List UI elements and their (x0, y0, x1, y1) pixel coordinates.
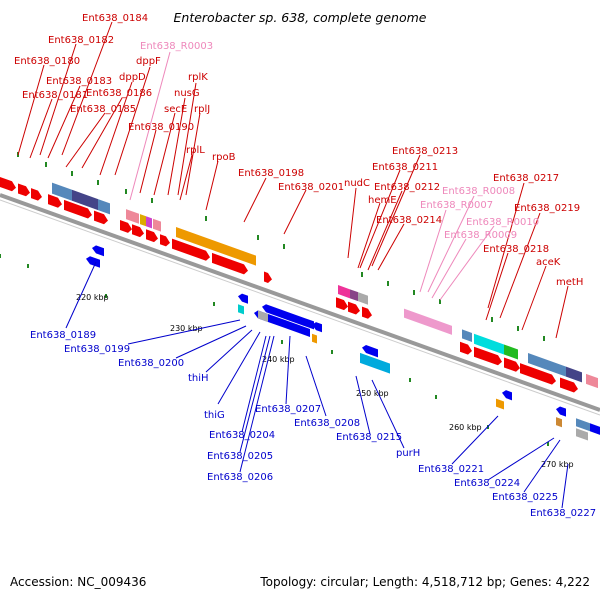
gene-label: Ent638_0207 (255, 404, 321, 415)
gene-label: thiH (188, 373, 209, 384)
tick-label: 250 kbp (356, 389, 389, 398)
backbone (0, 193, 600, 416)
gene-label: Ent638_R0007 (420, 200, 493, 211)
gene-label: Ent638_0201 (278, 182, 344, 193)
gene-label: Ent638_0185 (70, 104, 136, 115)
gene-label: Ent638_R0010 (466, 217, 539, 228)
gene-label: rpoB (212, 152, 236, 163)
bottom-gene-labels: Ent638_0189 Ent638_0199 Ent638_0200 thiH… (30, 330, 596, 519)
gene-label: Ent638_0200 (118, 358, 184, 369)
gene-label: Ent638_0190 (128, 122, 194, 133)
gene-label: Ent638_0181 (22, 90, 88, 101)
gene-label: purH (396, 448, 420, 459)
gene-label: secE (164, 104, 187, 115)
gene-label: Ent638_0184 (82, 13, 148, 24)
gene-label: Ent638_0189 (30, 330, 96, 341)
gene-label: Ent638_0212 (374, 182, 440, 193)
gene-label: hemE (368, 195, 397, 206)
gene-label: Ent638_0182 (48, 35, 114, 46)
gene-label: Ent638_R0009 (444, 230, 517, 241)
gene-label: rplK (188, 72, 208, 83)
map-title: Enterobacter sp. 638, complete genome (174, 10, 427, 25)
tick-label: 230 kbp (170, 324, 203, 333)
tick-label: 240 kbp (262, 355, 295, 364)
gene-label: nudC (344, 178, 370, 189)
gene-label: Ent638_0186 (86, 88, 152, 99)
gene-label: Ent638_0213 (392, 146, 458, 157)
pink-leader-lines (129, 51, 495, 301)
gene-label: Ent638_0198 (238, 168, 304, 179)
tick-marks (0, 152, 549, 446)
gene-label: Ent638_0218 (483, 244, 549, 255)
pink-gene-labels: Ent638_R0003 Ent638_R0008 Ent638_R0007 E… (140, 41, 539, 241)
forward-strand-features (0, 177, 598, 393)
tick-labels: 220 kbp 230 kbp 240 kbp 250 kbp 260 kbp … (76, 293, 574, 469)
gene-label: Ent638_0215 (336, 432, 402, 443)
gene-label: thiG (204, 410, 225, 421)
gene-label: nusG (174, 88, 200, 99)
gene-label: dppD (119, 72, 146, 83)
bottom-leader-lines (65, 261, 569, 509)
gene-label: Ent638_0206 (207, 472, 273, 483)
gene-label: Ent638_0204 (209, 430, 275, 441)
gene-label: Ent638_0225 (492, 492, 558, 503)
gene-block (52, 182, 72, 201)
tick-label: 260 kbp (449, 423, 482, 432)
gene-label: Ent638_0217 (493, 173, 559, 184)
gene-label: Ent638_0221 (418, 464, 484, 475)
gene-label: aceK (536, 257, 561, 268)
gene-label: Ent638_0224 (454, 478, 520, 489)
gene-label: Ent638_0180 (14, 56, 80, 67)
gene-label: Ent638_0208 (294, 418, 360, 429)
gene-label: Ent638_0205 (207, 451, 273, 462)
gene-label: Ent638_0214 (376, 215, 442, 226)
gene-label: Ent638_0183 (46, 76, 112, 87)
gene-label: Ent638_0219 (514, 203, 580, 214)
gene-label: dppF (136, 56, 161, 67)
tick-label: 220 kbp (76, 293, 109, 302)
summary-text: Topology: circular; Length: 4,518,712 bp… (259, 575, 590, 589)
gene-label: Ent638_R0003 (140, 41, 213, 52)
gene-label: Ent638_0227 (530, 508, 596, 519)
gene-label: rplL (186, 145, 205, 156)
gene-label: Ent638_0199 (64, 344, 130, 355)
accession-text: Accession: NC_009436 (10, 575, 146, 589)
gene-label: metH (556, 277, 583, 288)
gene-label: Ent638_0211 (372, 162, 438, 173)
gene-label: rplJ (194, 104, 210, 115)
top-leader-lines (17, 21, 569, 339)
top-gene-labels: Ent638_0184 Ent638_0182 Ent638_0180 Ent6… (14, 13, 583, 288)
gene-label: Ent638_R0008 (442, 186, 515, 197)
reverse-strand-features (86, 245, 600, 441)
tick-label: 270 kbp (541, 460, 574, 469)
